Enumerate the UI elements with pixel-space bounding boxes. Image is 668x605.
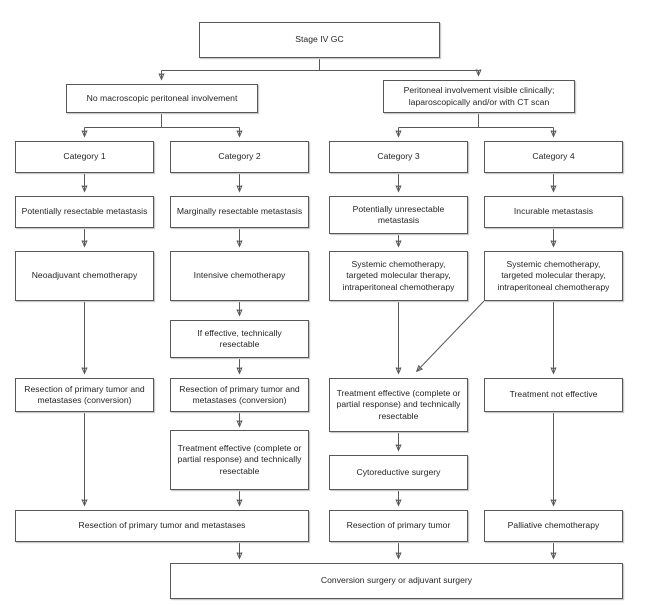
node-c1-metastasis-label: Potentially resectable metastasis (21, 206, 148, 217)
node-c1-resection-line1: Resection of primary tumor and (24, 383, 145, 394)
node-bottom-left-wide[interactable]: Resection of primary tumor and metastase… (15, 510, 309, 542)
node-branch-right-line1: Peritoneal involvement visible clinicall… (403, 85, 555, 95)
node-c4-therapy-label: Systemic chemotherapy, targeted molecula… (488, 259, 619, 294)
node-c3-resection-primary[interactable]: Resection of primary tumor (329, 510, 468, 542)
node-c4-therapy[interactable]: Systemic chemotherapy, targeted molecula… (484, 251, 623, 301)
node-c3-therapy-line3: intraperitoneal chemotherapy (342, 281, 455, 292)
node-c4-therapy-line2: targeted molecular therapy, (501, 270, 606, 281)
node-branch-left[interactable]: No macroscopic peritoneal involvement (66, 84, 258, 113)
node-c3-metastasis-line1: Potentially unresectable (352, 203, 445, 214)
node-c2-if-effective[interactable]: If effective, technically resectable (170, 320, 309, 358)
node-category-1-label: Category 1 (63, 151, 106, 162)
node-category-3-label: Category 3 (377, 151, 420, 162)
node-c2-therapy[interactable]: Intensive chemotherapy (170, 251, 309, 301)
node-c3-cytoreductive-surgery[interactable]: Cytoreductive surgery (329, 455, 468, 490)
node-category-3[interactable]: Category 3 (329, 141, 468, 173)
node-c4-therapy-line3: intraperitoneal chemotherapy (497, 281, 610, 292)
node-c2-treatment-effective-label: Treatment effective (complete or partial… (174, 443, 305, 478)
node-c3-therapy-line2: targeted molecular therapy, (346, 270, 451, 281)
node-category-4[interactable]: Category 4 (484, 141, 623, 173)
node-branch-left-label: No macroscopic peritoneal involvement (86, 92, 238, 103)
node-c3-treatment-effective-label: Treatment effective (complete or partial… (333, 388, 464, 423)
node-c4-palliative-label: Palliative chemotherapy (507, 520, 600, 531)
node-c1-resection-line2: metastases (conversion) (37, 395, 132, 405)
node-c3-metastasis-label: Potentially unresectable metastasis (333, 204, 464, 227)
node-c3-therapy[interactable]: Systemic chemotherapy, targeted molecula… (329, 251, 468, 301)
node-c2-resection-label: Resection of primary tumor and metastase… (174, 384, 305, 407)
node-c4-metastasis-label: Incurable metastasis (513, 206, 594, 217)
node-c3-therapy-label: Systemic chemotherapy, targeted molecula… (333, 259, 464, 294)
node-c2-if-effective-line1: If effective, technically (197, 327, 282, 338)
node-c4-not-effective-label: Treatment not effective (509, 389, 598, 400)
node-c2-treatment-effective[interactable]: Treatment effective (complete or partial… (170, 430, 309, 490)
wire-c4-diagonal-to-c3-effective (417, 300, 485, 371)
node-branch-right-line2: laparoscopically and/or with CT scan (408, 96, 550, 107)
node-c3-treatment-effective-line2: partial response) and technically (336, 399, 461, 410)
node-c4-palliative[interactable]: Palliative chemotherapy (484, 510, 623, 542)
node-c4-therapy-line1: Systemic chemotherapy, (506, 258, 601, 269)
node-c1-resection-label: Resection of primary tumor and metastase… (19, 384, 150, 407)
node-c2-metastasis-label: Marginally resectable metastasis (176, 206, 303, 217)
node-branch-right-label: Peritoneal involvement visible clinicall… (387, 85, 571, 108)
node-c2-treatment-effective-line2: partial response) and technically (177, 454, 302, 465)
node-final[interactable]: Conversion surgery or adjuvant surgery (170, 563, 623, 599)
node-c3-cytoreductive-surgery-label: Cytoreductive surgery (356, 466, 441, 477)
node-c3-therapy-line1: Systemic chemotherapy, (351, 258, 446, 269)
node-c2-metastasis[interactable]: Marginally resectable metastasis (170, 196, 309, 228)
node-branch-right[interactable]: Peritoneal involvement visible clinicall… (383, 80, 575, 113)
node-c2-resection-line1: Resection of primary tumor and (179, 383, 300, 394)
node-bottom-left-wide-label: Resection of primary tumor and metastase… (78, 520, 246, 531)
node-c2-resection[interactable]: Resection of primary tumor and metastase… (170, 378, 309, 412)
node-c4-metastasis[interactable]: Incurable metastasis (484, 196, 623, 228)
node-c2-if-effective-label: If effective, technically resectable (174, 328, 305, 351)
node-c3-metastasis[interactable]: Potentially unresectable metastasis (329, 196, 468, 234)
node-root-label: Stage IV GC (295, 34, 344, 45)
node-c3-metastasis-line2: metastasis (377, 215, 420, 225)
node-c1-therapy-label: Neoadjuvant chemotherapy (31, 270, 138, 281)
node-final-label: Conversion surgery or adjuvant surgery (320, 575, 473, 586)
node-root[interactable]: Stage IV GC (199, 22, 440, 58)
node-c1-resection[interactable]: Resection of primary tumor and metastase… (15, 378, 154, 412)
node-c2-treatment-effective-line3: resectable (219, 465, 260, 476)
node-c1-therapy[interactable]: Neoadjuvant chemotherapy (15, 251, 154, 301)
node-c2-therapy-label: Intensive chemotherapy (193, 270, 286, 281)
node-c3-resection-primary-label: Resection of primary tumor (346, 520, 451, 531)
node-c3-treatment-effective-line3: resectable (378, 410, 419, 421)
node-category-2[interactable]: Category 2 (170, 141, 309, 173)
node-category-1[interactable]: Category 1 (15, 141, 154, 173)
node-category-2-label: Category 2 (218, 151, 261, 162)
node-c2-resection-line2: metastases (conversion) (192, 395, 287, 405)
node-category-4-label: Category 4 (532, 151, 575, 162)
node-c3-treatment-effective[interactable]: Treatment effective (complete or partial… (329, 378, 468, 432)
node-c4-not-effective[interactable]: Treatment not effective (484, 378, 623, 412)
node-c1-metastasis[interactable]: Potentially resectable metastasis (15, 196, 154, 228)
node-c3-treatment-effective-line1: Treatment effective (complete or (336, 387, 461, 398)
node-c2-if-effective-line2: resectable (219, 339, 260, 349)
node-c2-treatment-effective-line1: Treatment effective (complete or (177, 442, 302, 453)
